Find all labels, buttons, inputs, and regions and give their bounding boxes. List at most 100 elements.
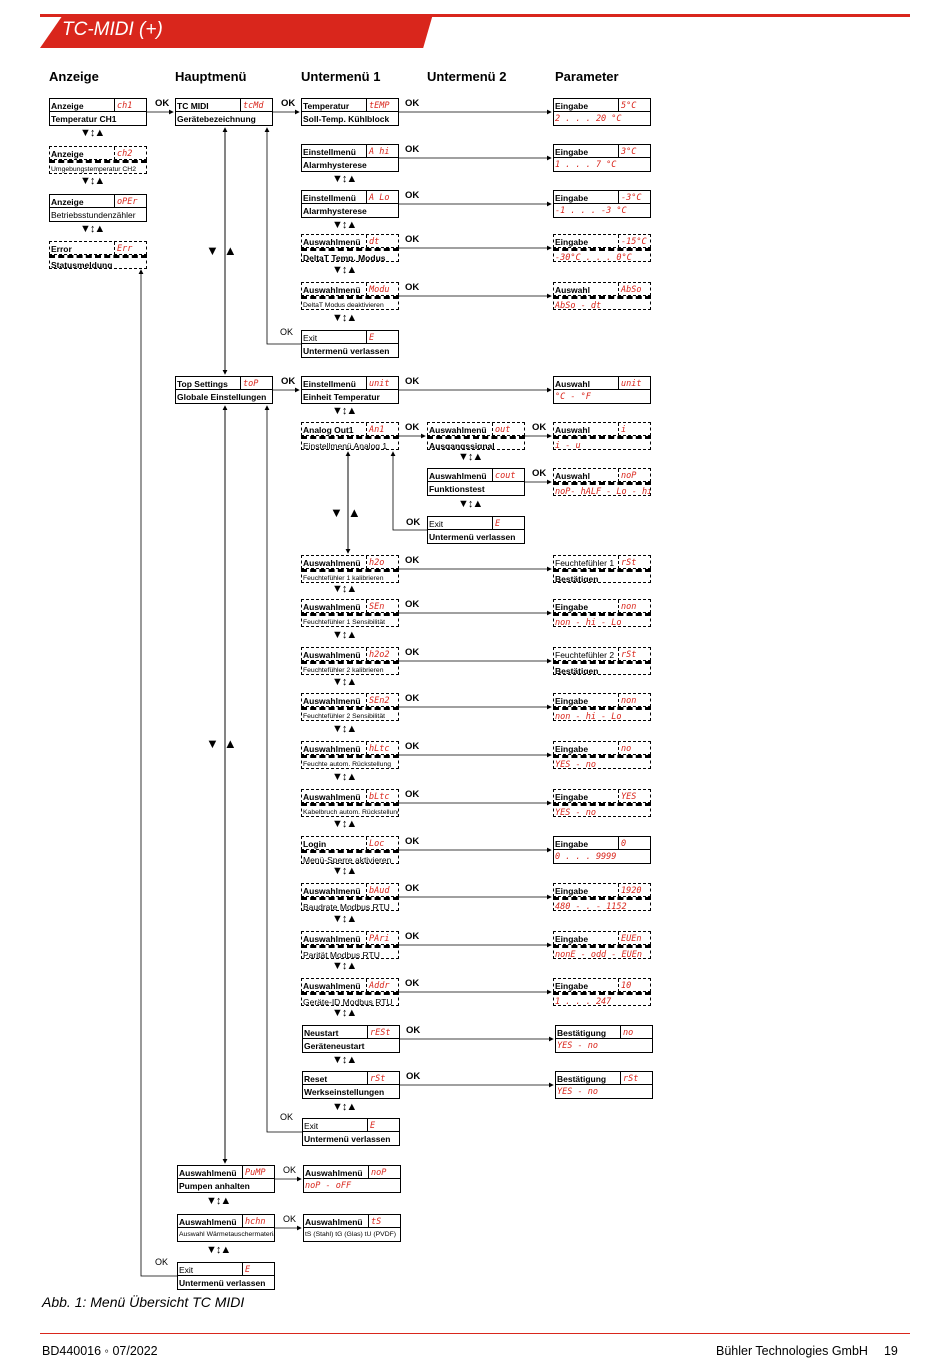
menu-box-description: Parität Modbus RTU bbox=[303, 950, 380, 959]
nav-arrows-icon: ▼↕▲ bbox=[332, 405, 357, 417]
menu-box-description: Globale Einstellungen bbox=[177, 392, 267, 402]
menu-box-description: Menü-Sperre aktivieren bbox=[303, 855, 392, 864]
menu-box-label: Eingabe bbox=[555, 839, 589, 849]
ok-label: OK bbox=[281, 98, 296, 109]
menu-box-label: Neustart bbox=[304, 1028, 339, 1038]
menu-box-description: Bestätigen bbox=[555, 666, 599, 675]
ok-label: OK bbox=[405, 98, 420, 109]
nav-arrows-icon: ▼↕▲ bbox=[332, 264, 357, 276]
menu-box-description: Bestätigen bbox=[555, 574, 599, 583]
ok-label: OK bbox=[405, 282, 420, 293]
ok-label: OK bbox=[155, 1257, 169, 1267]
menu-box-label: Auswahlmenü bbox=[429, 471, 487, 481]
menu-box-label: Auswahlmenü bbox=[303, 558, 361, 568]
ok-label: OK bbox=[405, 647, 420, 658]
menu-box-description: Feuchtefühler 1 kalibrieren bbox=[303, 575, 384, 582]
menu-box-code: AbSo bbox=[618, 283, 650, 295]
nav-arrows-icon: ▼↕▲ bbox=[332, 629, 357, 641]
menu-box-description: 0 . . . 9999 bbox=[555, 852, 617, 862]
menu-box-label: Auswahlmenü bbox=[303, 285, 361, 295]
ok-label: OK bbox=[405, 693, 420, 704]
menu-box-code: hchn bbox=[242, 1215, 274, 1227]
menu-box-label: Analog Out1 bbox=[303, 425, 354, 435]
ok-label: OK bbox=[405, 144, 420, 155]
menu-box-label: Feuchtefühler 2 bbox=[555, 650, 615, 660]
menu-box-code: PuMP bbox=[242, 1166, 274, 1178]
ok-label: OK bbox=[405, 234, 420, 245]
nav-arrows-icon: ▼↕▲ bbox=[332, 913, 357, 925]
nav-arrows-icon: ▼↕▲ bbox=[332, 676, 357, 688]
menu-box-label: Login bbox=[303, 839, 327, 849]
menu-box-label: Auswahl bbox=[555, 285, 590, 295]
menu-box-label: Auswahlmenü bbox=[305, 1168, 363, 1178]
menu-box-description: Geräte-ID Modbus RTU bbox=[303, 997, 393, 1006]
menu-box-description: Funktionstest bbox=[429, 484, 485, 494]
menu-box-label: Anzeige bbox=[51, 149, 84, 159]
column-header-anzeige: Anzeige bbox=[49, 69, 99, 84]
ok-label: OK bbox=[532, 468, 547, 479]
menu-box: Eingabe-15°C-30°C . . . 0°C bbox=[553, 234, 651, 262]
menu-box-label: Reset bbox=[304, 1074, 328, 1084]
menu-box-code: tS bbox=[368, 1215, 400, 1227]
menu-box-description: Einstellmenü Analog 1 bbox=[303, 441, 388, 450]
ok-label: OK bbox=[405, 599, 420, 610]
menu-box-description: DeltaT Temp. Modus bbox=[303, 253, 386, 262]
menu-box-code: noP bbox=[368, 1166, 400, 1178]
menu-box-label: Eingabe bbox=[555, 147, 589, 157]
menu-box-code: Addr bbox=[366, 979, 398, 991]
menu-box-label: Auswahlmenü bbox=[179, 1217, 237, 1227]
nav-arrows-icon: ▼↕▲ bbox=[80, 223, 105, 235]
menu-box-label: Auswahlmenü bbox=[305, 1217, 363, 1227]
menu-box-description: Alarmhysterese bbox=[303, 206, 367, 216]
menu-box-code: tcMd bbox=[240, 99, 272, 111]
ok-label: OK bbox=[406, 1071, 421, 1082]
menu-box-description: -1 . . . -3 °C bbox=[555, 206, 627, 216]
menu-box-description: DeltaT Modus deaktivieren bbox=[303, 302, 384, 309]
ok-label: OK bbox=[405, 978, 420, 989]
menu-box-label: Auswahlmenü bbox=[179, 1168, 237, 1178]
nav-arrows-icon: ▼↕▲ bbox=[458, 498, 483, 510]
menu-box-code: 1920 bbox=[618, 884, 650, 896]
menu-box-code: unit bbox=[618, 377, 650, 389]
menu-box-code: dt bbox=[366, 235, 398, 247]
header-tab bbox=[40, 14, 433, 48]
ok-label: OK bbox=[405, 789, 420, 800]
menu-box-description: Einheit Temperatur bbox=[303, 392, 380, 402]
menu-box-label: Auswahlmenü bbox=[303, 981, 361, 991]
nav-arrows-icon: ▼↕▲ bbox=[332, 173, 357, 185]
menu-box-label: Auswahlmenü bbox=[303, 650, 361, 660]
menu-box-code: ch1 bbox=[114, 99, 146, 111]
menu-box-label: Error bbox=[51, 244, 72, 254]
menu-box-label: Eingabe bbox=[555, 792, 589, 802]
menu-box-description: Feuchtefühler 2 Sensibilität bbox=[303, 713, 385, 720]
nav-arrows-icon: ▼↕▲ bbox=[332, 723, 357, 735]
menu-box-code: YES bbox=[618, 790, 650, 802]
ok-label: OK bbox=[405, 376, 420, 387]
menu-box-description: 2 . . . 20 °C bbox=[555, 114, 622, 124]
menu-box-description: non - hi - Lo bbox=[555, 618, 622, 627]
ok-label: OK bbox=[405, 741, 420, 752]
